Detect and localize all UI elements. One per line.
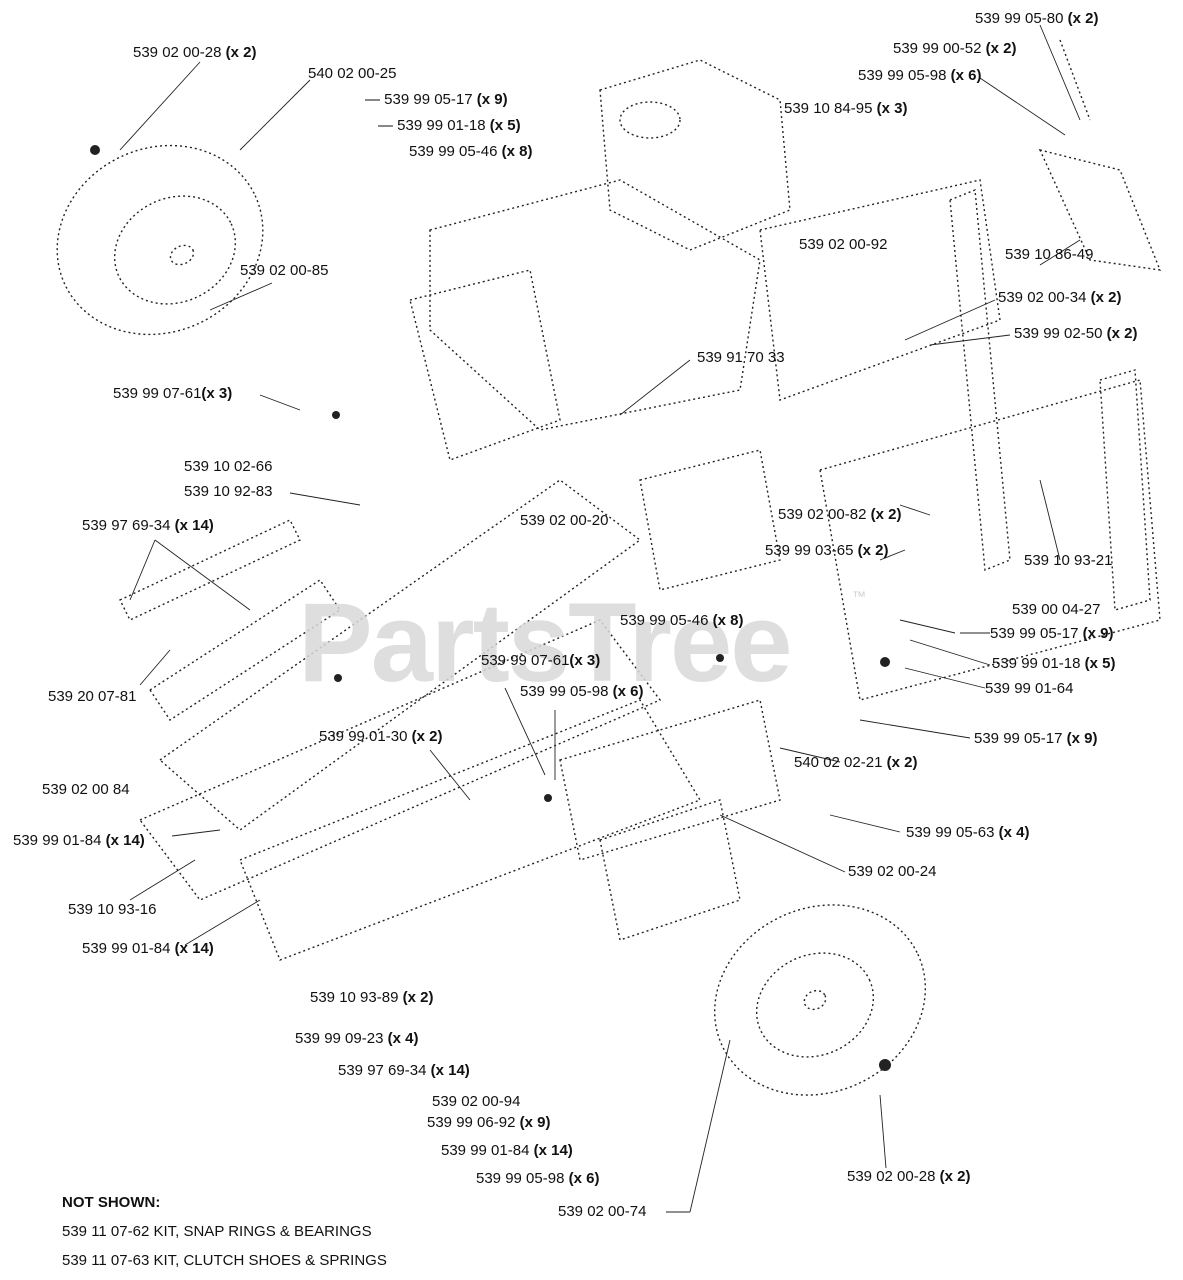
callout-label[interactable]: 539 99 05-46 (x 8): [409, 143, 533, 160]
fastener-markers: [90, 145, 891, 1071]
callout-label[interactable]: 539 10 84-95 (x 3): [784, 100, 908, 117]
callout-label[interactable]: 539 10 93-89 (x 2): [310, 989, 434, 1006]
callout-label[interactable]: 539 99 01-18 (x 5): [992, 655, 1116, 672]
callout-label[interactable]: 539 02 00-92: [799, 236, 888, 253]
callout-label[interactable]: 539 10 93-16: [68, 901, 157, 918]
callout-label[interactable]: 539 99 01-64: [985, 680, 1074, 697]
callout-label[interactable]: 539 99 01-84 (x 14): [13, 832, 145, 849]
callout-label[interactable]: 539 02 00-74: [558, 1203, 647, 1220]
watermark: PartsTree: [298, 580, 793, 705]
callout-label[interactable]: 539 99 05-98 (x 6): [858, 67, 982, 84]
callout-label[interactable]: 539 99 05-17 (x 9): [974, 730, 1098, 747]
tongue-assembly: [639, 179, 1161, 701]
not-shown-heading: NOT SHOWN:: [62, 1194, 161, 1211]
hydraulic-cylinder: [559, 699, 781, 941]
callout-label[interactable]: 539 10 02-66: [184, 458, 273, 475]
main-beam: [138, 479, 702, 961]
callout-label[interactable]: 539 99 01-84 (x 14): [441, 1142, 573, 1159]
callout-label[interactable]: 539 02 00-94: [432, 1093, 521, 1110]
callout-label[interactable]: 539 02 00-28 (x 2): [847, 1168, 971, 1185]
callout-label[interactable]: 539 02 00 84: [42, 781, 130, 798]
not-shown-list: NOT SHOWN: 539 11 07-62 KIT, SNAP RINGS …: [62, 1188, 387, 1275]
callout-label[interactable]: 539 02 00-85: [240, 262, 329, 279]
wheel-upper-left: [56, 144, 264, 336]
not-shown-item[interactable]: 539 11 07-62 KIT, SNAP RINGS & BEARINGS: [62, 1223, 372, 1240]
callout-label[interactable]: 539 97 69-34 (x 14): [82, 517, 214, 534]
callout-label[interactable]: 539 99 02-50 (x 2): [1014, 325, 1138, 342]
callout-label[interactable]: 539 97 69-34 (x 14): [338, 1062, 470, 1079]
callout-label[interactable]: 539 99 00-52 (x 2): [893, 40, 1017, 57]
callout-label[interactable]: 539 99 09-23 (x 4): [295, 1030, 419, 1047]
callout-label[interactable]: 539 99 05-17 (x 9): [990, 625, 1114, 642]
callout-label[interactable]: 539 02 00-34 (x 2): [998, 289, 1122, 306]
callout-label[interactable]: 539 10 93-21: [1024, 552, 1113, 569]
callout-label[interactable]: 539 99 07-61(x 3): [481, 652, 601, 669]
mounting-plate: [119, 519, 341, 721]
watermark-trademark: ™: [852, 588, 866, 604]
not-shown-item[interactable]: 539 11 07-63 KIT, CLUTCH SHOES & SPRINGS: [62, 1252, 387, 1269]
callout-label[interactable]: 539 02 00-82 (x 2): [778, 506, 902, 523]
callout-label[interactable]: 540 02 02-21 (x 2): [794, 754, 918, 771]
callout-label[interactable]: 539 99 05-98 (x 6): [476, 1170, 600, 1187]
callout-label[interactable]: 539 10 92-83: [184, 483, 273, 500]
wheel-lower-right: [713, 904, 927, 1096]
callout-label[interactable]: 540 02 00-25: [308, 65, 397, 82]
callout-label[interactable]: 539 20 07-81: [48, 688, 137, 705]
leader-lines: [119, 24, 1081, 1213]
callout-label[interactable]: 539 99 01-30 (x 2): [319, 728, 443, 745]
callout-label[interactable]: 539 99 05-98 (x 6): [520, 683, 644, 700]
callout-label[interactable]: 539 99 05-80 (x 2): [975, 10, 1099, 27]
callout-label[interactable]: 539 10 86-49: [1005, 246, 1094, 263]
callout-label[interactable]: 539 00 04-27: [1012, 601, 1101, 618]
callout-label[interactable]: 539 91 70 33: [697, 349, 785, 366]
callout-label[interactable]: 539 02 00-24: [848, 863, 937, 880]
callout-label[interactable]: — 539 99 05-17 (x 9): [365, 91, 508, 108]
callout-label[interactable]: — 539 99 01-18 (x 5): [378, 117, 521, 134]
callout-label[interactable]: 539 99 05-63 (x 4): [906, 824, 1030, 841]
callout-label[interactable]: 539 99 01-84 (x 14): [82, 940, 214, 957]
engine-block: [409, 59, 791, 461]
callout-label[interactable]: 539 02 00-28 (x 2): [133, 44, 257, 61]
callout-label[interactable]: 539 99 06-92 (x 9): [427, 1114, 551, 1131]
callout-label[interactable]: 539 99 05-46 (x 8): [620, 612, 744, 629]
callout-label[interactable]: 539 02 00-20: [520, 512, 609, 529]
hitch-bracket: [1038, 39, 1162, 271]
callout-label[interactable]: 539 99 07-61(x 3): [113, 385, 233, 402]
callout-label[interactable]: 539 99 03-65 (x 2): [765, 542, 889, 559]
